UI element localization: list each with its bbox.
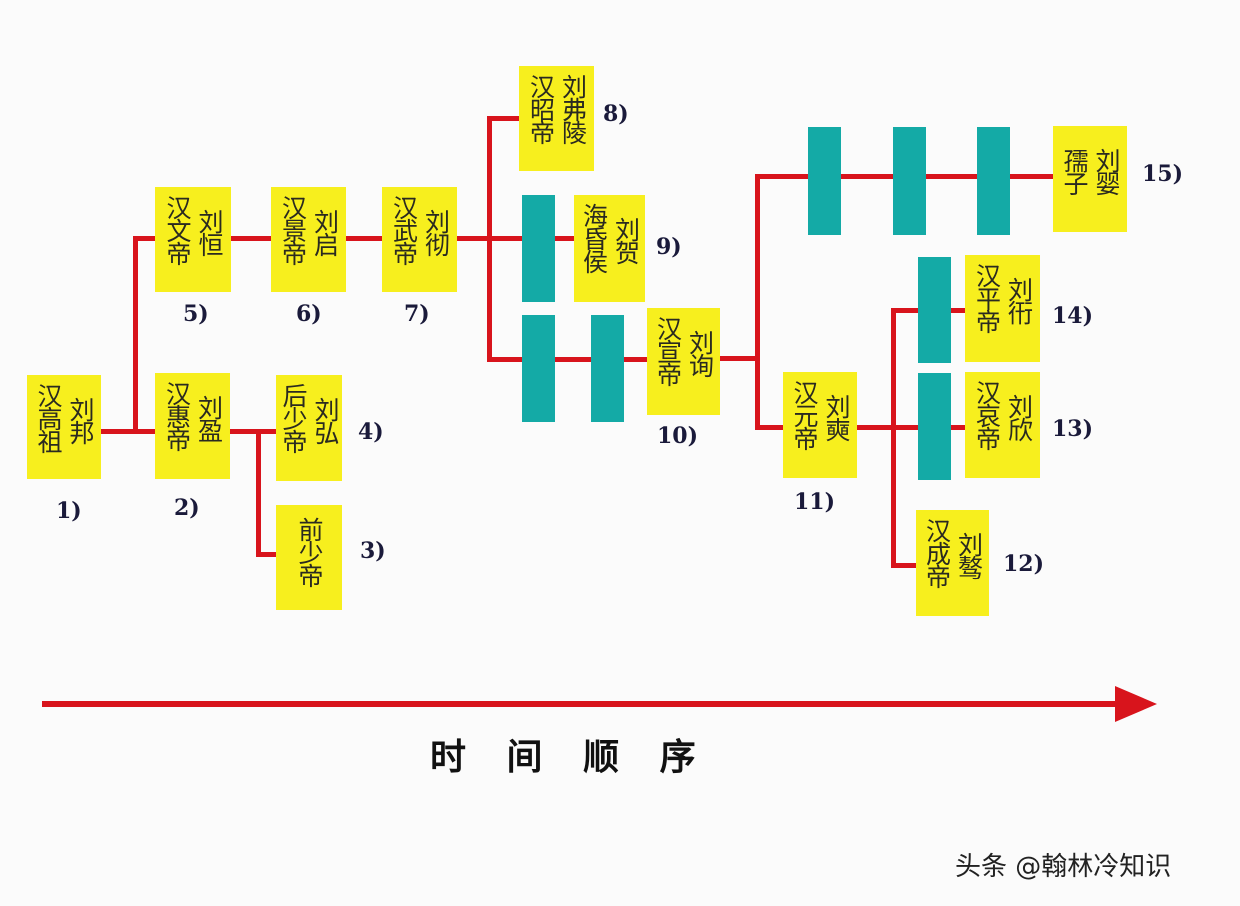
order-number: 9) [656, 234, 682, 260]
order-number: 2) [174, 495, 200, 521]
emperor-box-6: 汉景帝刘启 [271, 187, 346, 292]
name: 刘恒 [195, 209, 224, 255]
title: 汉文帝 [163, 195, 192, 264]
title: 汉成帝 [922, 518, 952, 587]
emperor-box-1: 汉高祖刘邦 [27, 375, 101, 479]
emperor-box-13: 汉哀帝刘欣 [965, 372, 1040, 478]
order-number: 15) [1142, 161, 1184, 187]
title: 孺子 [1060, 148, 1089, 194]
emperor-box-10: 汉宣帝刘询 [647, 308, 720, 415]
gap-bar [522, 195, 555, 302]
order-number: 8) [603, 101, 629, 127]
timeline-arrow [42, 701, 1132, 707]
emperor-box-15: 孺子刘婴 [1053, 126, 1127, 232]
order-number: 4) [358, 419, 384, 445]
connector [256, 429, 261, 557]
name: 刘贺 [611, 217, 641, 263]
connector [487, 116, 519, 121]
gap-bar [918, 257, 951, 363]
connector [346, 236, 382, 241]
name: 刘婴 [1092, 148, 1121, 194]
title: 前少帝 [295, 517, 324, 586]
connector [487, 357, 647, 362]
emperor-box-14: 汉平帝刘衎 [965, 255, 1040, 362]
timeline-label: 时 间 顺 序 [430, 737, 698, 778]
connector [230, 429, 276, 434]
arrow-head-icon [1115, 686, 1157, 722]
name: 刘弘 [311, 397, 340, 443]
title: 海昏侯 [579, 203, 609, 272]
connector [487, 116, 492, 362]
emperor-box-4: 后少帝刘弘 [276, 375, 342, 481]
order-number: 13) [1052, 416, 1094, 442]
gap-bar [977, 127, 1010, 235]
emperor-box-12: 汉成帝刘骜 [916, 510, 989, 616]
title: 汉昭帝 [526, 74, 556, 143]
order-number: 12) [1003, 551, 1045, 577]
title: 汉惠帝 [162, 381, 192, 450]
order-number: 11) [794, 489, 836, 515]
title: 后少帝 [279, 383, 308, 452]
title: 汉宣帝 [653, 316, 683, 385]
title: 汉平帝 [972, 263, 1002, 332]
title: 汉景帝 [278, 195, 308, 264]
name: 刘奭 [822, 394, 851, 440]
connector [256, 552, 276, 557]
order-number: 3) [360, 538, 386, 564]
connector [857, 425, 965, 430]
emperor-box-2: 汉惠帝刘盈 [155, 373, 230, 479]
order-number: 14) [1052, 303, 1094, 329]
connector [755, 174, 760, 430]
connector [231, 236, 271, 241]
name: 刘邦 [66, 397, 95, 443]
title: 汉元帝 [790, 380, 819, 449]
emperor-box-7: 汉武帝刘彻 [382, 187, 457, 292]
watermark: 头条 @翰林冷知识 [955, 852, 1172, 882]
order-number: 5) [183, 301, 209, 327]
gap-bar [522, 315, 555, 422]
name: 刘骜 [954, 532, 984, 578]
gap-bar [893, 127, 926, 235]
emperor-box-9: 海昏侯刘贺 [574, 195, 645, 302]
gap-bar [808, 127, 841, 235]
connector [755, 425, 783, 430]
title: 汉武帝 [389, 195, 419, 264]
emperor-box-11: 汉元帝刘奭 [783, 372, 857, 478]
connector [891, 563, 916, 568]
name: 刘欣 [1004, 394, 1034, 440]
connector [133, 236, 138, 434]
gap-bar [591, 315, 624, 422]
order-number: 6) [296, 301, 322, 327]
emperor-box-3: 前少帝 [276, 505, 342, 610]
order-number: 7) [404, 301, 430, 327]
title: 汉高祖 [34, 383, 63, 452]
connector [133, 236, 155, 241]
name: 刘衎 [1004, 277, 1034, 323]
emperor-box-5: 汉文帝刘恒 [155, 187, 231, 292]
connector [100, 429, 155, 434]
connector [720, 356, 760, 361]
connector [457, 236, 574, 241]
emperor-box-8: 汉昭帝刘弗陵 [519, 66, 594, 171]
connector [891, 308, 896, 568]
name: 刘盈 [194, 395, 224, 441]
gap-bar [918, 373, 951, 480]
name: 刘彻 [421, 209, 451, 255]
name: 刘启 [310, 209, 340, 255]
order-number: 10) [657, 423, 699, 449]
name: 刘询 [685, 330, 715, 376]
title: 汉哀帝 [972, 380, 1002, 449]
order-number: 1) [56, 498, 82, 524]
name: 刘弗陵 [558, 74, 588, 143]
